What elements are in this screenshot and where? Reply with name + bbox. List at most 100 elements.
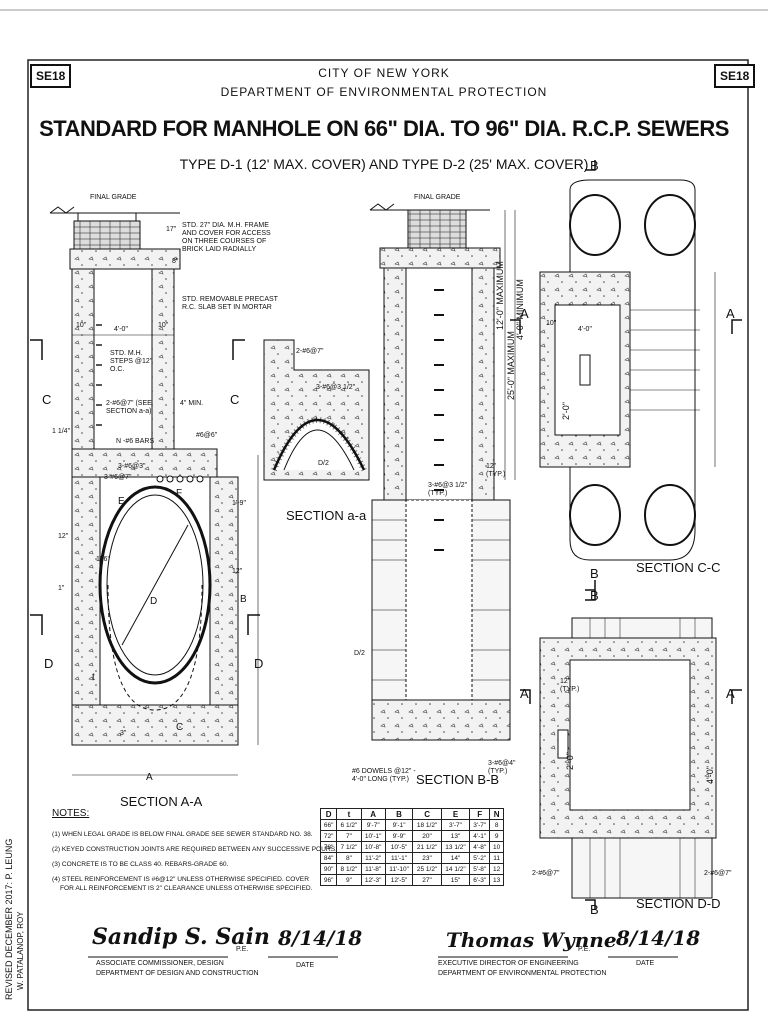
table-cell: 13 1/2" (440, 841, 471, 853)
col-header: D (319, 808, 338, 820)
dd-4-0: 4'-0" (705, 766, 715, 784)
section-a-a-label: SECTION a-a (286, 508, 367, 523)
sheet-tag-right: SE18 (714, 64, 756, 88)
label-d: D (150, 596, 158, 607)
table-cell: 8 (489, 819, 504, 831)
final-grade-label-1: FINAL GRADE (90, 194, 137, 201)
table-header-row: D t A B C E F N (319, 808, 504, 820)
left-date: 8/14/18 (278, 926, 363, 950)
final-grade-label-2: FINAL GRADE (414, 194, 461, 201)
bb-dowels: #6 DOWELS @12" - 4'-0" LONG (TYP.) (352, 768, 416, 783)
cut-a-left-cc: A (520, 306, 529, 321)
cut-a-right-dd: A (726, 686, 735, 701)
cut-c-right: C (230, 392, 240, 407)
left-pe: P.E. (236, 946, 249, 953)
table-cell: 10'-8" (360, 841, 386, 853)
left-date-label: DATE (296, 962, 315, 969)
dim-12-left: 12" (58, 533, 69, 540)
cut-d-right: D (254, 656, 264, 671)
table-cell: 84" (319, 852, 338, 864)
slab-note: STD. REMOVABLE PRECAST R.C. SLAB SET IN … (182, 296, 278, 311)
dd-12-typ: 12" (TYP.) (560, 678, 580, 693)
col-header: C (412, 808, 442, 820)
bb-rebar-2: 3-#6@4" (TYP.) (488, 760, 516, 775)
aa-rebar-1: 2-#6@7" (296, 348, 324, 355)
notes-heading: NOTES: (52, 808, 90, 819)
dim-10-right: 10" (158, 322, 169, 329)
section-cc-label: SECTION C-C (636, 560, 721, 575)
table-cell: 11 (489, 852, 504, 864)
label-c: C (176, 722, 184, 733)
notes-list: (1) WHEN LEGAL GRADE IS BELOW FINAL GRAD… (52, 830, 337, 893)
aa-d2: D/2 (318, 460, 329, 467)
table-cell: 96" (319, 874, 338, 886)
table-cell: 10'-5" (384, 841, 414, 853)
note-item: (3) CONCRETE IS TO BE CLASS 40. REBARS-G… (52, 861, 229, 868)
revision-line-1: REVISED DECEMBER 2017: P. LEUNG (4, 838, 14, 1000)
cut-d-left: D (44, 656, 54, 671)
bb-d2: D/2 (354, 650, 365, 657)
dim-1-1-4: 1 1/4" (52, 428, 71, 435)
table-row: 96"9"12'-3"12'-5"27"15"6'-3"13 (319, 874, 504, 886)
dim-10-left: 10" (76, 322, 87, 329)
table-cell: 12'-3" (360, 874, 386, 886)
label-t: t (92, 672, 95, 683)
table-cell: 7 1/2" (336, 841, 362, 853)
label-f: F (176, 488, 183, 499)
table-row: 66"6 1/2"9'-7"9'-1"18 1/2"3'-7"3'-7"8 (319, 819, 504, 831)
cut-a-right-cc: A (726, 306, 735, 321)
dimension-table: D t A B C E F N 66"6 1/2"9'-7"9'-1"18 1/… (319, 808, 504, 886)
right-date: 8/14/18 (616, 926, 701, 950)
table-cell: 4'-1" (469, 830, 491, 842)
dim-17: 17" (166, 226, 177, 233)
section-aa-drawing (30, 206, 260, 776)
cut-b-bottom: B (590, 902, 599, 917)
dim-3: 3" (120, 730, 127, 737)
revision-line-2: W. PATALANOP, ROY (16, 911, 25, 990)
bb-max-12: 12'-0" MAXIMUM (495, 261, 505, 330)
dim-8: 8" (172, 258, 179, 265)
col-header: F (469, 808, 491, 820)
table-cell: 15" (440, 874, 471, 886)
section-cc-drawing (510, 160, 742, 591)
section-aa-label: SECTION A-A (120, 794, 203, 809)
dim-12-right: 12" (232, 568, 243, 575)
note-item: (4) STEEL REINFORCEMENT IS #6@12" UNLESS… (52, 876, 309, 883)
left-title-1: ASSOCIATE COMMISSIONER, DESIGN (96, 960, 224, 967)
left-signature: Sandip S. Sain (92, 924, 270, 950)
table-cell: 10'-1" (360, 830, 386, 842)
dd-rebar-2: 2-#6@7" (704, 870, 732, 877)
table-cell: 72" (319, 830, 338, 842)
table-cell: 3'-7" (440, 819, 471, 831)
right-date-label: DATE (636, 960, 655, 967)
right-pe: P.E. (578, 946, 591, 953)
table-cell: 23" (412, 852, 442, 864)
drawing-subtitle: TYPE D-1 (12' MAX. COVER) AND TYPE D-2 (… (179, 156, 589, 172)
table-row: 84"8"11'-2"11'-1"23"14"5'-2"11 (319, 852, 504, 864)
section-bb-label: SECTION B-B (416, 772, 500, 787)
table-cell: 8 1/2" (336, 863, 362, 875)
left-title-2: DEPARTMENT OF DESIGN AND CONSTRUCTION (96, 970, 259, 977)
rebar-3-6-7: 3-#6@7" (104, 474, 132, 481)
note-item: (2) KEYED CONSTRUCTION JOINTS ARE REQUIR… (52, 846, 337, 853)
steps-note: STD. M.H. STEPS @12" O.C. (110, 350, 153, 373)
section-bb-drawing (369, 203, 516, 741)
cut-b-top: B (590, 158, 599, 173)
bb-rebar: 3-#6@3 1/2" (TYP.) (428, 482, 468, 497)
cc-2-0: 2'-0" (561, 402, 571, 420)
aa-rebar-2: 3-#6@3 1/2" (316, 384, 356, 391)
rebar-6-6: #6@6" (196, 432, 218, 439)
agency-line-1: CITY OF NEW YORK (318, 66, 450, 80)
table-cell: 13" (440, 830, 471, 842)
table-cell: 3'-7" (469, 819, 491, 831)
table-cell: 21 1/2" (412, 841, 442, 853)
table-cell: 9 (489, 830, 504, 842)
right-title-2: DEPARTMENT OF ENVIRONMENTAL PROTECTION (438, 970, 607, 977)
table-cell: 14 1/2" (440, 863, 471, 875)
table-cell: 9" (336, 874, 362, 886)
cut-c-left: C (42, 392, 52, 407)
table-cell: 4'-8" (469, 841, 491, 853)
right-title-1: EXECUTIVE DIRECTOR OF ENGINEERING (438, 960, 579, 967)
col-header: E (440, 808, 471, 820)
